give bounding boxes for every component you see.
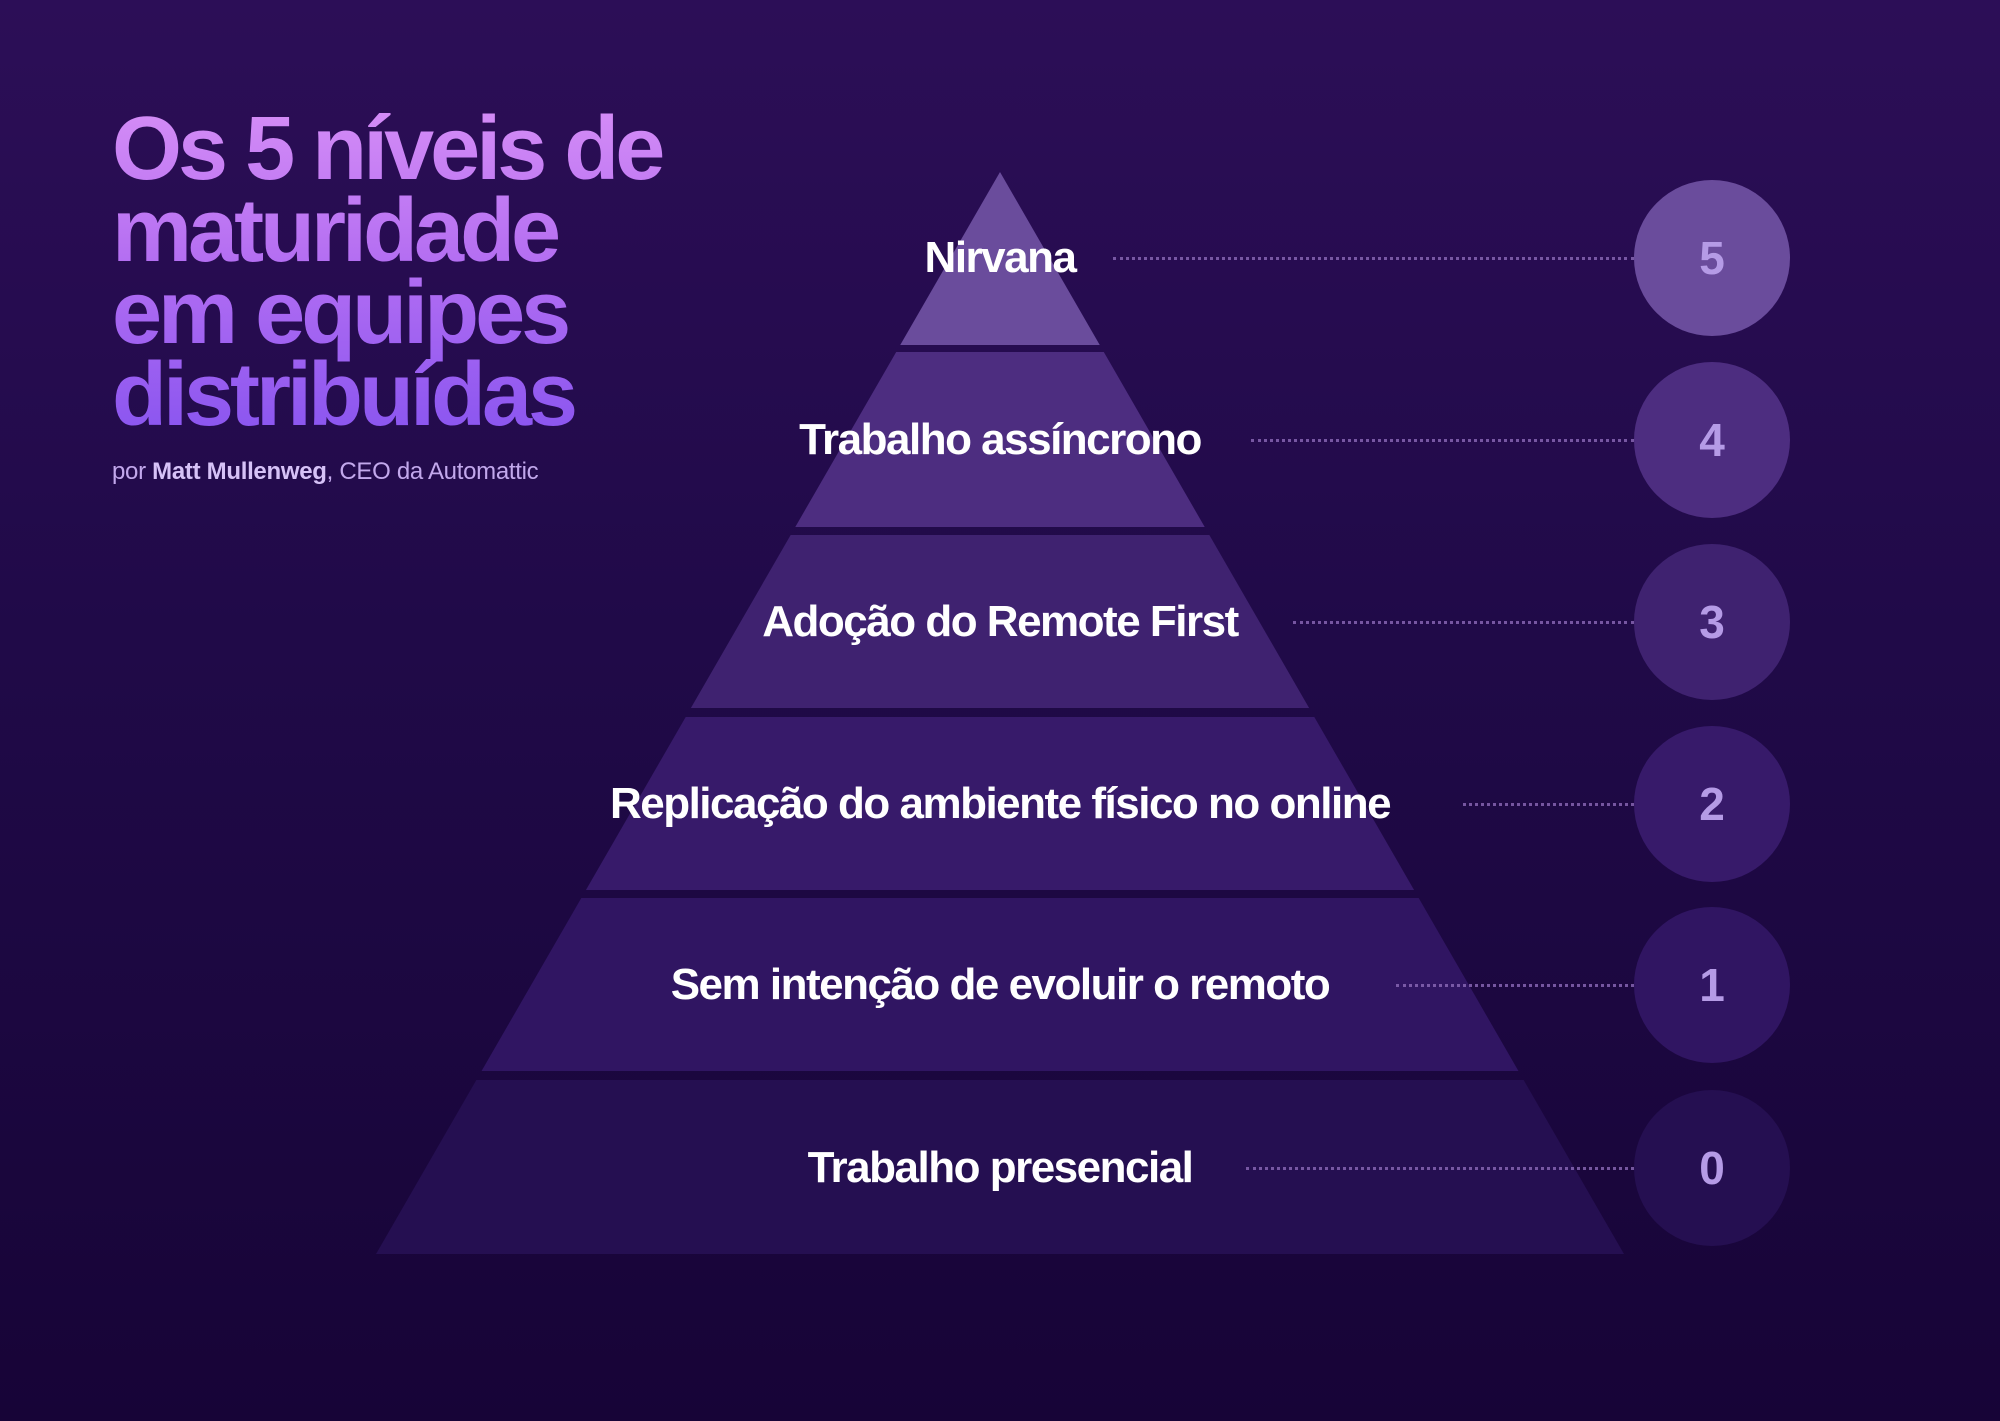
byline-prefix: por — [112, 458, 153, 485]
tier-label-1: Sem intenção de evoluir o remoto — [670, 960, 1331, 1009]
pyramid-tier-2 — [585, 717, 1415, 890]
title-block: Os 5 níveis de maturidade em equipes dis… — [112, 108, 812, 486]
level-number-circle-1: 1 — [1634, 907, 1790, 1063]
pyramid-tier-5 — [900, 172, 1100, 345]
tier-label-0: Trabalho presencial — [807, 1143, 1194, 1192]
pyramid-tier-3 — [690, 535, 1310, 708]
byline: por Matt Mullenweg, CEO da Automattic — [112, 458, 812, 486]
byline-suffix: , CEO da Automattic — [326, 458, 539, 485]
leader-line-3 — [1293, 621, 1634, 624]
tier-label-5: Nirvana — [924, 233, 1077, 282]
tier-label-3: Adoção do Remote First — [762, 597, 1239, 646]
tier-label-2: Replicação do ambiente físico no online — [609, 779, 1392, 828]
leader-line-0 — [1245, 1167, 1634, 1170]
level-number-circle-4: 4 — [1634, 362, 1790, 518]
level-number-circle-5: 5 — [1634, 180, 1790, 336]
level-number-circle-0: 0 — [1634, 1090, 1790, 1246]
leader-line-5 — [1113, 257, 1634, 260]
leader-line-4 — [1250, 439, 1634, 442]
level-number-circle-2: 2 — [1634, 726, 1790, 882]
tier-label-4: Trabalho assíncrono — [799, 415, 1202, 464]
level-number-circle-3: 3 — [1634, 544, 1790, 700]
leader-line-2 — [1463, 803, 1634, 806]
pyramid-tier-0 — [376, 1080, 1624, 1254]
leader-line-1 — [1395, 984, 1634, 987]
byline-author: Matt Mullenweg — [152, 458, 327, 485]
pyramid-tier-4 — [795, 352, 1205, 527]
pyramid-tier-1 — [481, 898, 1519, 1071]
